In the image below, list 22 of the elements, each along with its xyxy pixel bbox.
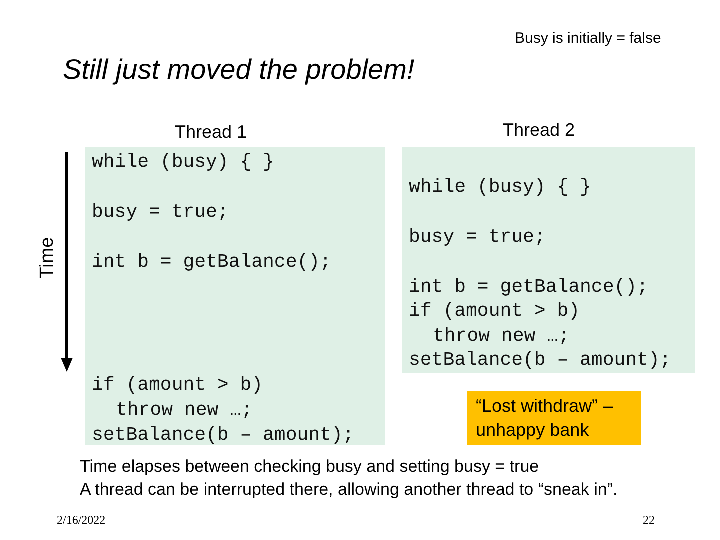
axis-label: Time <box>36 237 59 279</box>
code-line: int b = getBalance(); <box>409 276 648 298</box>
code-line: int b = getBalance(); <box>92 251 332 273</box>
code-line: setBalance(b – amount); <box>92 424 354 446</box>
date-text: 2/16/2022 <box>57 513 106 528</box>
page-number: 22 <box>643 513 655 528</box>
column-heading: Thread 2 <box>503 120 576 141</box>
note-text: A thread can be interrupted there, allowing another thread to “sneak in”. <box>80 480 618 500</box>
note-text: Time elapses between checking busy and setting busy = true <box>80 457 540 477</box>
note-text: Busy is initially = false <box>515 30 662 47</box>
code-line: throw new …; <box>116 399 253 421</box>
code-line: if (amount > b) <box>409 300 580 322</box>
code-line: setBalance(b – amount); <box>409 349 672 371</box>
code-line: while (busy) { } <box>92 151 274 173</box>
note-box: “Lost withdraw” – unhappy bank <box>467 391 641 445</box>
code-line: while (busy) { } <box>409 176 592 198</box>
slide-title: Still just moved the problem! <box>63 54 415 86</box>
code-line: busy = true; <box>409 226 546 248</box>
code-line: busy = true; <box>92 201 229 223</box>
code-line: throw new …; <box>433 325 570 347</box>
code-line: if (amount > b) <box>92 374 264 396</box>
column-heading: Thread 1 <box>175 122 248 143</box>
